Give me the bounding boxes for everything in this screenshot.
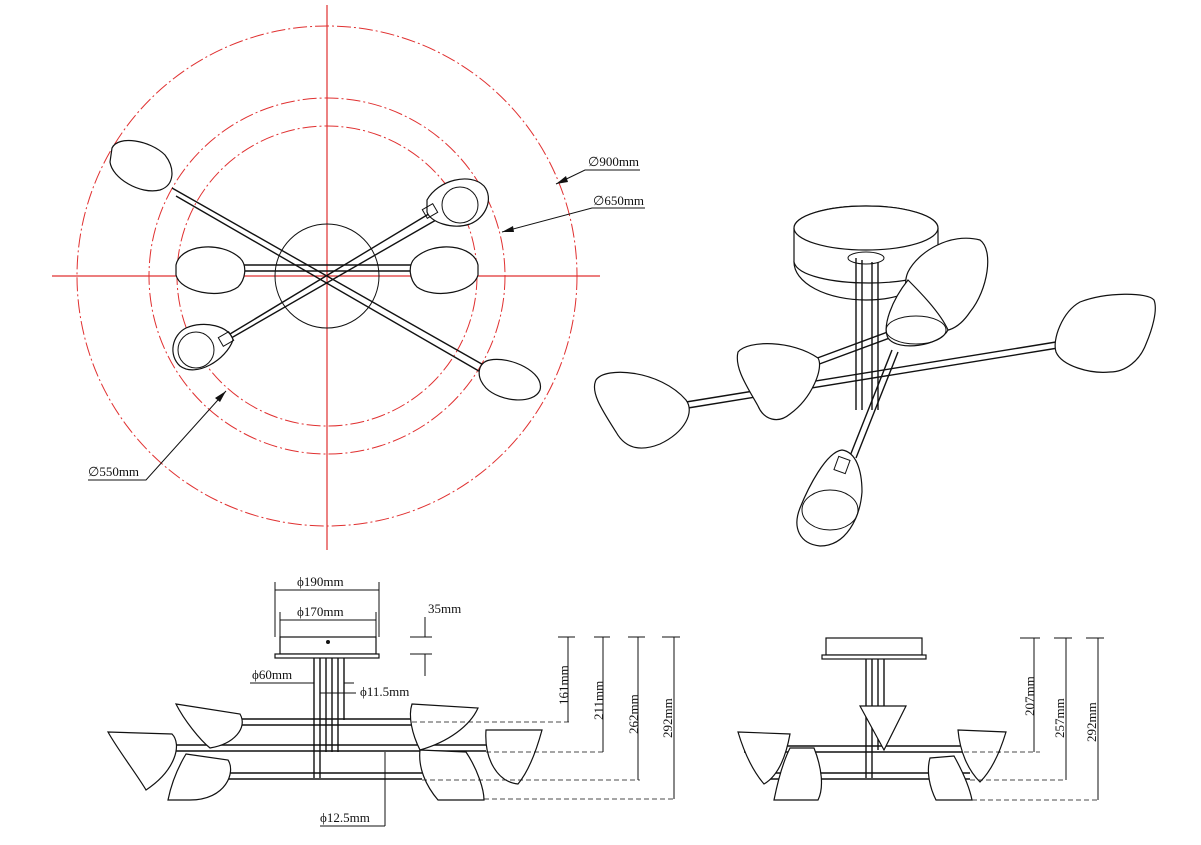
side-height-3-label: 292mm <box>1084 702 1099 742</box>
dim-canopy-inner: ϕ170mm <box>297 604 344 619</box>
side-view: 207mm 257mm 292mm <box>737 637 1104 801</box>
dim-stem: ϕ11.5mm <box>360 684 409 699</box>
side-height-2-label: 257mm <box>1052 698 1067 738</box>
top-shades <box>109 140 541 401</box>
dim-stem-group: ϕ60mm <box>252 667 292 682</box>
top-view: ∅900mm ∅650mm ∅550mm <box>52 5 645 550</box>
side-height-1-label: 207mm <box>1022 676 1037 716</box>
canopy-outline <box>274 223 380 329</box>
front-view: ϕ190mm ϕ170mm 35mm ϕ60mm ϕ11.5mm ϕ12.5mm <box>106 574 680 827</box>
height-1-label: 161mm <box>556 665 571 705</box>
dim-canopy-outer: ϕ190mm <box>297 574 344 589</box>
dim-outer-label: ∅900mm <box>588 154 639 169</box>
height-4-label: 292mm <box>660 698 675 738</box>
isometric-view <box>593 205 1156 547</box>
dim-middle-label: ∅650mm <box>593 193 644 208</box>
dim-inner-label: ∅550mm <box>88 464 139 479</box>
dim-canopy-height: 35mm <box>428 601 461 616</box>
height-3-label: 262mm <box>626 694 641 734</box>
dim-arm: ϕ12.5mm <box>320 810 370 825</box>
top-dimension-leaders <box>88 169 645 481</box>
height-2-label: 211mm <box>591 681 606 720</box>
arms <box>171 187 488 375</box>
